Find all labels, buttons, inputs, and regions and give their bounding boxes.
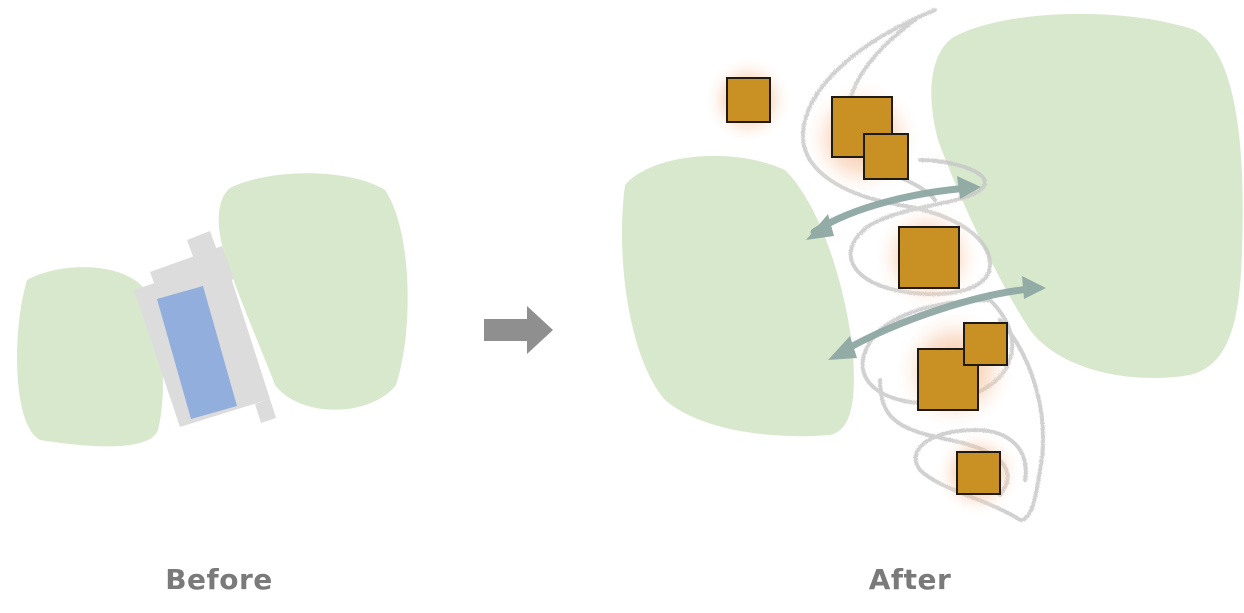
connection-arrowhead-lower-right [1022,276,1046,299]
before-building-complex [134,231,276,427]
before-scene [17,173,408,447]
connection-arrowhead-lower-left [828,336,857,360]
building-block-6 [963,322,1008,366]
water-basin [157,286,237,419]
building-block-3 [863,133,909,180]
after-scene [621,8,1243,523]
building-block-4 [898,226,960,289]
building-block-7 [956,451,1001,495]
before-green-space-right [218,173,408,410]
connection-arrowhead-upper-left [806,214,834,240]
building-block-1 [726,77,771,123]
building-annex-bottom [255,399,276,423]
double-headed-arrow-icon [806,176,1046,360]
before-label: Before [165,563,273,596]
connection-arrowhead-upper-right [957,176,981,199]
before-green-space-left [17,267,163,447]
new-buildings [726,77,1008,495]
after-green-space-right [931,13,1243,378]
after-green-space-left [621,155,854,437]
after-label: After [868,563,952,596]
connection-arrow-lower [836,285,1034,357]
right-arrow-icon [484,306,553,354]
